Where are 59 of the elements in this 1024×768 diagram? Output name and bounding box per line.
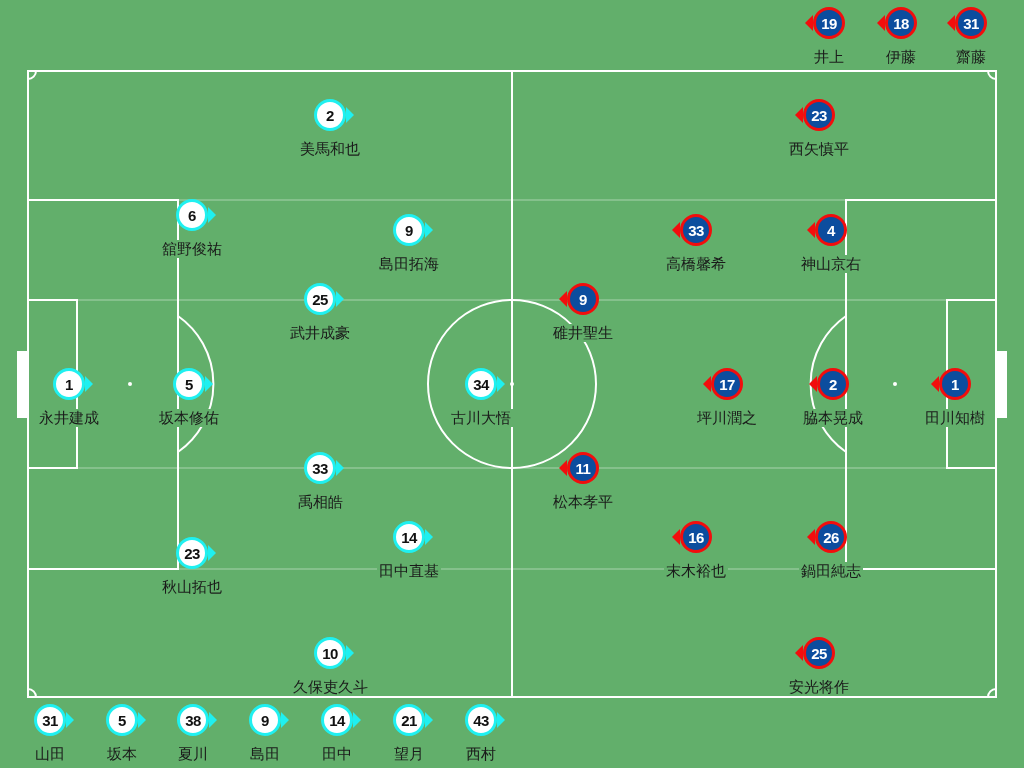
player-name: 秋山拓也 xyxy=(160,578,224,596)
player-marker: 25 xyxy=(304,283,336,315)
player-marker: 34 xyxy=(465,368,497,400)
player-marker: 23 xyxy=(803,99,835,131)
player-name: 安光将作 xyxy=(787,678,851,696)
player-marker: 2 xyxy=(817,368,849,400)
player-name: 高橋馨希 xyxy=(664,255,728,273)
player-marker: 31 xyxy=(955,7,987,39)
player-name: 末木裕也 xyxy=(664,562,728,580)
player-marker: 25 xyxy=(803,637,835,669)
player-name: 田川知樹 xyxy=(923,409,987,427)
player-name: 永井建成 xyxy=(37,409,101,427)
player-marker: 14 xyxy=(321,704,353,736)
player-marker: 23 xyxy=(176,537,208,569)
player-name: 美馬和也 xyxy=(298,140,362,158)
player-name: 禹相皓 xyxy=(295,493,345,511)
player-marker: 1 xyxy=(53,368,85,400)
player-marker: 9 xyxy=(249,704,281,736)
player-name: 井上 xyxy=(812,48,846,66)
player-marker: 2 xyxy=(314,99,346,131)
player-marker: 19 xyxy=(813,7,845,39)
player-name: 坪川潤之 xyxy=(695,409,759,427)
player-marker: 5 xyxy=(106,704,138,736)
player-name: 碓井聖生 xyxy=(551,324,615,342)
player-marker: 1 xyxy=(939,368,971,400)
player-marker: 10 xyxy=(314,637,346,669)
player-marker: 9 xyxy=(393,214,425,246)
player-name: 松本孝平 xyxy=(551,493,615,511)
player-marker: 18 xyxy=(885,7,917,39)
player-marker: 9 xyxy=(567,283,599,315)
player-marker: 16 xyxy=(680,521,712,553)
player-marker: 11 xyxy=(567,452,599,484)
player-marker: 33 xyxy=(680,214,712,246)
player-marker: 14 xyxy=(393,521,425,553)
player-name: 伊藤 xyxy=(884,48,918,66)
player-marker: 6 xyxy=(176,199,208,231)
player-name: 脇本晃成 xyxy=(801,409,865,427)
player-marker: 31 xyxy=(34,704,66,736)
player-marker: 26 xyxy=(815,521,847,553)
player-marker: 5 xyxy=(173,368,205,400)
player-marker: 33 xyxy=(304,452,336,484)
player-name: 古川大悟 xyxy=(449,409,513,427)
player-name: 西矢慎平 xyxy=(787,140,851,158)
player-name: 島田拓海 xyxy=(377,255,441,273)
player-marker: 38 xyxy=(177,704,209,736)
player-name: 武井成豪 xyxy=(288,324,352,342)
player-name: 神山京右 xyxy=(799,255,863,273)
player-name: 田中直基 xyxy=(377,562,441,580)
player-marker: 43 xyxy=(465,704,497,736)
player-name: 西村 xyxy=(464,745,498,763)
player-name: 舘野俊祐 xyxy=(160,240,224,258)
player-marker: 21 xyxy=(393,704,425,736)
player-marker: 4 xyxy=(815,214,847,246)
player-name: 坂本修佑 xyxy=(157,409,221,427)
player-name: 鍋田純志 xyxy=(799,562,863,580)
player-name: 齋藤 xyxy=(954,48,988,66)
player-name: 久保吏久斗 xyxy=(290,678,370,696)
player-name: 坂本 xyxy=(105,745,139,763)
player-marker: 17 xyxy=(711,368,743,400)
